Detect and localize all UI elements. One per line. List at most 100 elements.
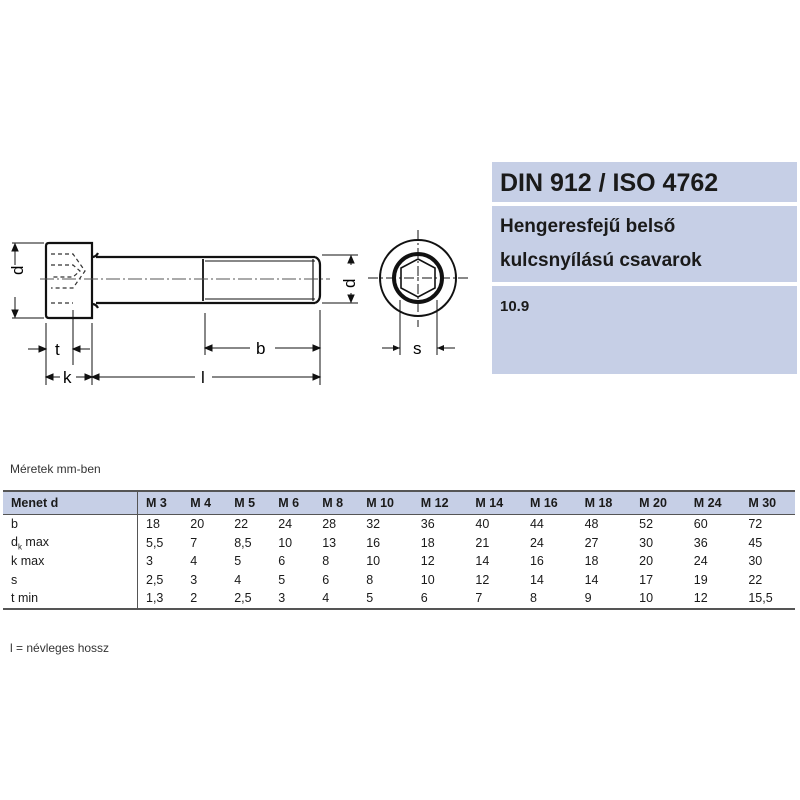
table-cell: 72	[748, 517, 763, 532]
table-cell: 6	[322, 572, 330, 587]
table-cell: 22	[234, 517, 249, 532]
table-cell: 3	[146, 554, 153, 569]
socket-head-cap-screw-drawing: d d t b k l	[8, 230, 470, 387]
column-header: M 20	[631, 490, 686, 515]
column-header: M 5	[226, 490, 271, 515]
column-header: M 8	[314, 490, 359, 515]
table-cell: 22	[748, 572, 763, 587]
table-cell: 4	[234, 572, 242, 587]
table-cell: 14	[584, 572, 599, 587]
t-label: t	[55, 340, 60, 359]
table-cell: 28	[322, 517, 337, 532]
row-label: dk max	[3, 533, 138, 552]
table-cell: 45	[748, 535, 763, 550]
table-cell: 10	[420, 572, 435, 587]
row-label: k max	[3, 552, 138, 571]
table-cell: 10	[631, 589, 686, 610]
table-cell: 44	[529, 517, 544, 532]
strength-class: 10.9	[492, 286, 797, 374]
table-cell: 30	[748, 554, 763, 569]
b-label: b	[256, 339, 265, 358]
table-cell: 17	[639, 572, 654, 587]
table-cell: 13	[322, 535, 337, 550]
table-cell: 2,5	[146, 572, 164, 587]
table-cell: 14	[475, 554, 490, 569]
table-cell: 15,5	[740, 589, 795, 610]
table-cell: 21	[475, 535, 490, 550]
table-cell: 7	[467, 589, 522, 610]
table-cell: 5	[234, 554, 242, 569]
table-cell: 36	[693, 535, 708, 550]
table-cell: 3	[270, 589, 315, 610]
table-cell: 40	[475, 517, 490, 532]
units-caption: Méretek mm-ben	[10, 462, 101, 476]
table-cell: 14	[529, 572, 544, 587]
table-cell: 36	[420, 517, 435, 532]
table-cell: 12	[475, 572, 490, 587]
table-cell: 16	[366, 535, 381, 550]
table-cell: 18	[146, 517, 160, 532]
table-cell: 18	[584, 554, 599, 569]
table-cell: 5	[278, 572, 286, 587]
table-cell: 8	[322, 554, 330, 569]
table-cell: 3	[190, 572, 198, 587]
table-cell: 8	[521, 589, 577, 610]
table-cell: 24	[529, 535, 544, 550]
table-cell: 60	[693, 517, 708, 532]
s-label: s	[413, 339, 422, 358]
table-cell: 12	[685, 589, 741, 610]
column-header: M 3	[137, 490, 183, 515]
row-label: b	[3, 514, 138, 534]
table-cell: 5,5	[146, 535, 164, 550]
column-header: M 12	[412, 490, 468, 515]
table-row: s 2,5 3 4 5 6 8 10 12 14 14 17 19 22	[3, 570, 795, 589]
table-cell: 48	[584, 517, 599, 532]
column-header: M 10	[358, 490, 413, 515]
column-header: M 4	[182, 490, 227, 515]
column-header: M 16	[521, 490, 577, 515]
table-cell: 20	[639, 554, 654, 569]
column-header: M 18	[576, 490, 632, 515]
l-label: l	[201, 368, 205, 387]
description: Hengeresfejű belső kulcsnyílású csavarok	[492, 206, 797, 282]
title-block: DIN 912 / ISO 4762 Hengeresfejű belső ku…	[492, 162, 797, 378]
row-label: t min	[3, 589, 138, 610]
table-cell: 10	[366, 554, 381, 569]
description-line-2: kulcsnyílású csavarok	[500, 250, 702, 271]
table-cell: 7	[190, 535, 198, 550]
table-cell: 32	[366, 517, 381, 532]
table-cell: 18	[420, 535, 435, 550]
table-cell: 12	[420, 554, 435, 569]
table-cell: 6	[412, 589, 468, 610]
description-line-1: Hengeresfejű belső	[500, 216, 676, 237]
table-cell: 16	[529, 554, 544, 569]
d-label: d	[340, 279, 359, 288]
table-cell: 52	[639, 517, 654, 532]
standard-title: DIN 912 / ISO 4762	[492, 162, 797, 202]
table-cell: 27	[584, 535, 599, 550]
header-label: Menet d	[3, 490, 138, 515]
table-cell: 30	[639, 535, 654, 550]
dk-label: d	[8, 266, 27, 275]
table-cell: 5	[358, 589, 413, 610]
table-cell: 2	[182, 589, 227, 610]
column-header: M 6	[270, 490, 315, 515]
column-header: M 24	[685, 490, 741, 515]
table-cell: 10	[278, 535, 293, 550]
table-cell: 24	[693, 554, 708, 569]
row-label: s	[3, 570, 138, 589]
table-cell: 9	[576, 589, 632, 610]
column-header: M 30	[740, 490, 795, 515]
table-cell: 8	[366, 572, 374, 587]
table-cell: 1,3	[137, 589, 183, 610]
table-cell: 4	[314, 589, 359, 610]
table-header-row: Menet d M 3 M 4 M 5 M 6 M 8 M 10 M 12 M …	[3, 490, 795, 515]
k-label: k	[63, 368, 72, 387]
table-cell: 4	[190, 554, 198, 569]
length-note: l = névleges hossz	[10, 641, 110, 655]
table-cell: 20	[190, 517, 205, 532]
table-cell: 19	[693, 572, 708, 587]
